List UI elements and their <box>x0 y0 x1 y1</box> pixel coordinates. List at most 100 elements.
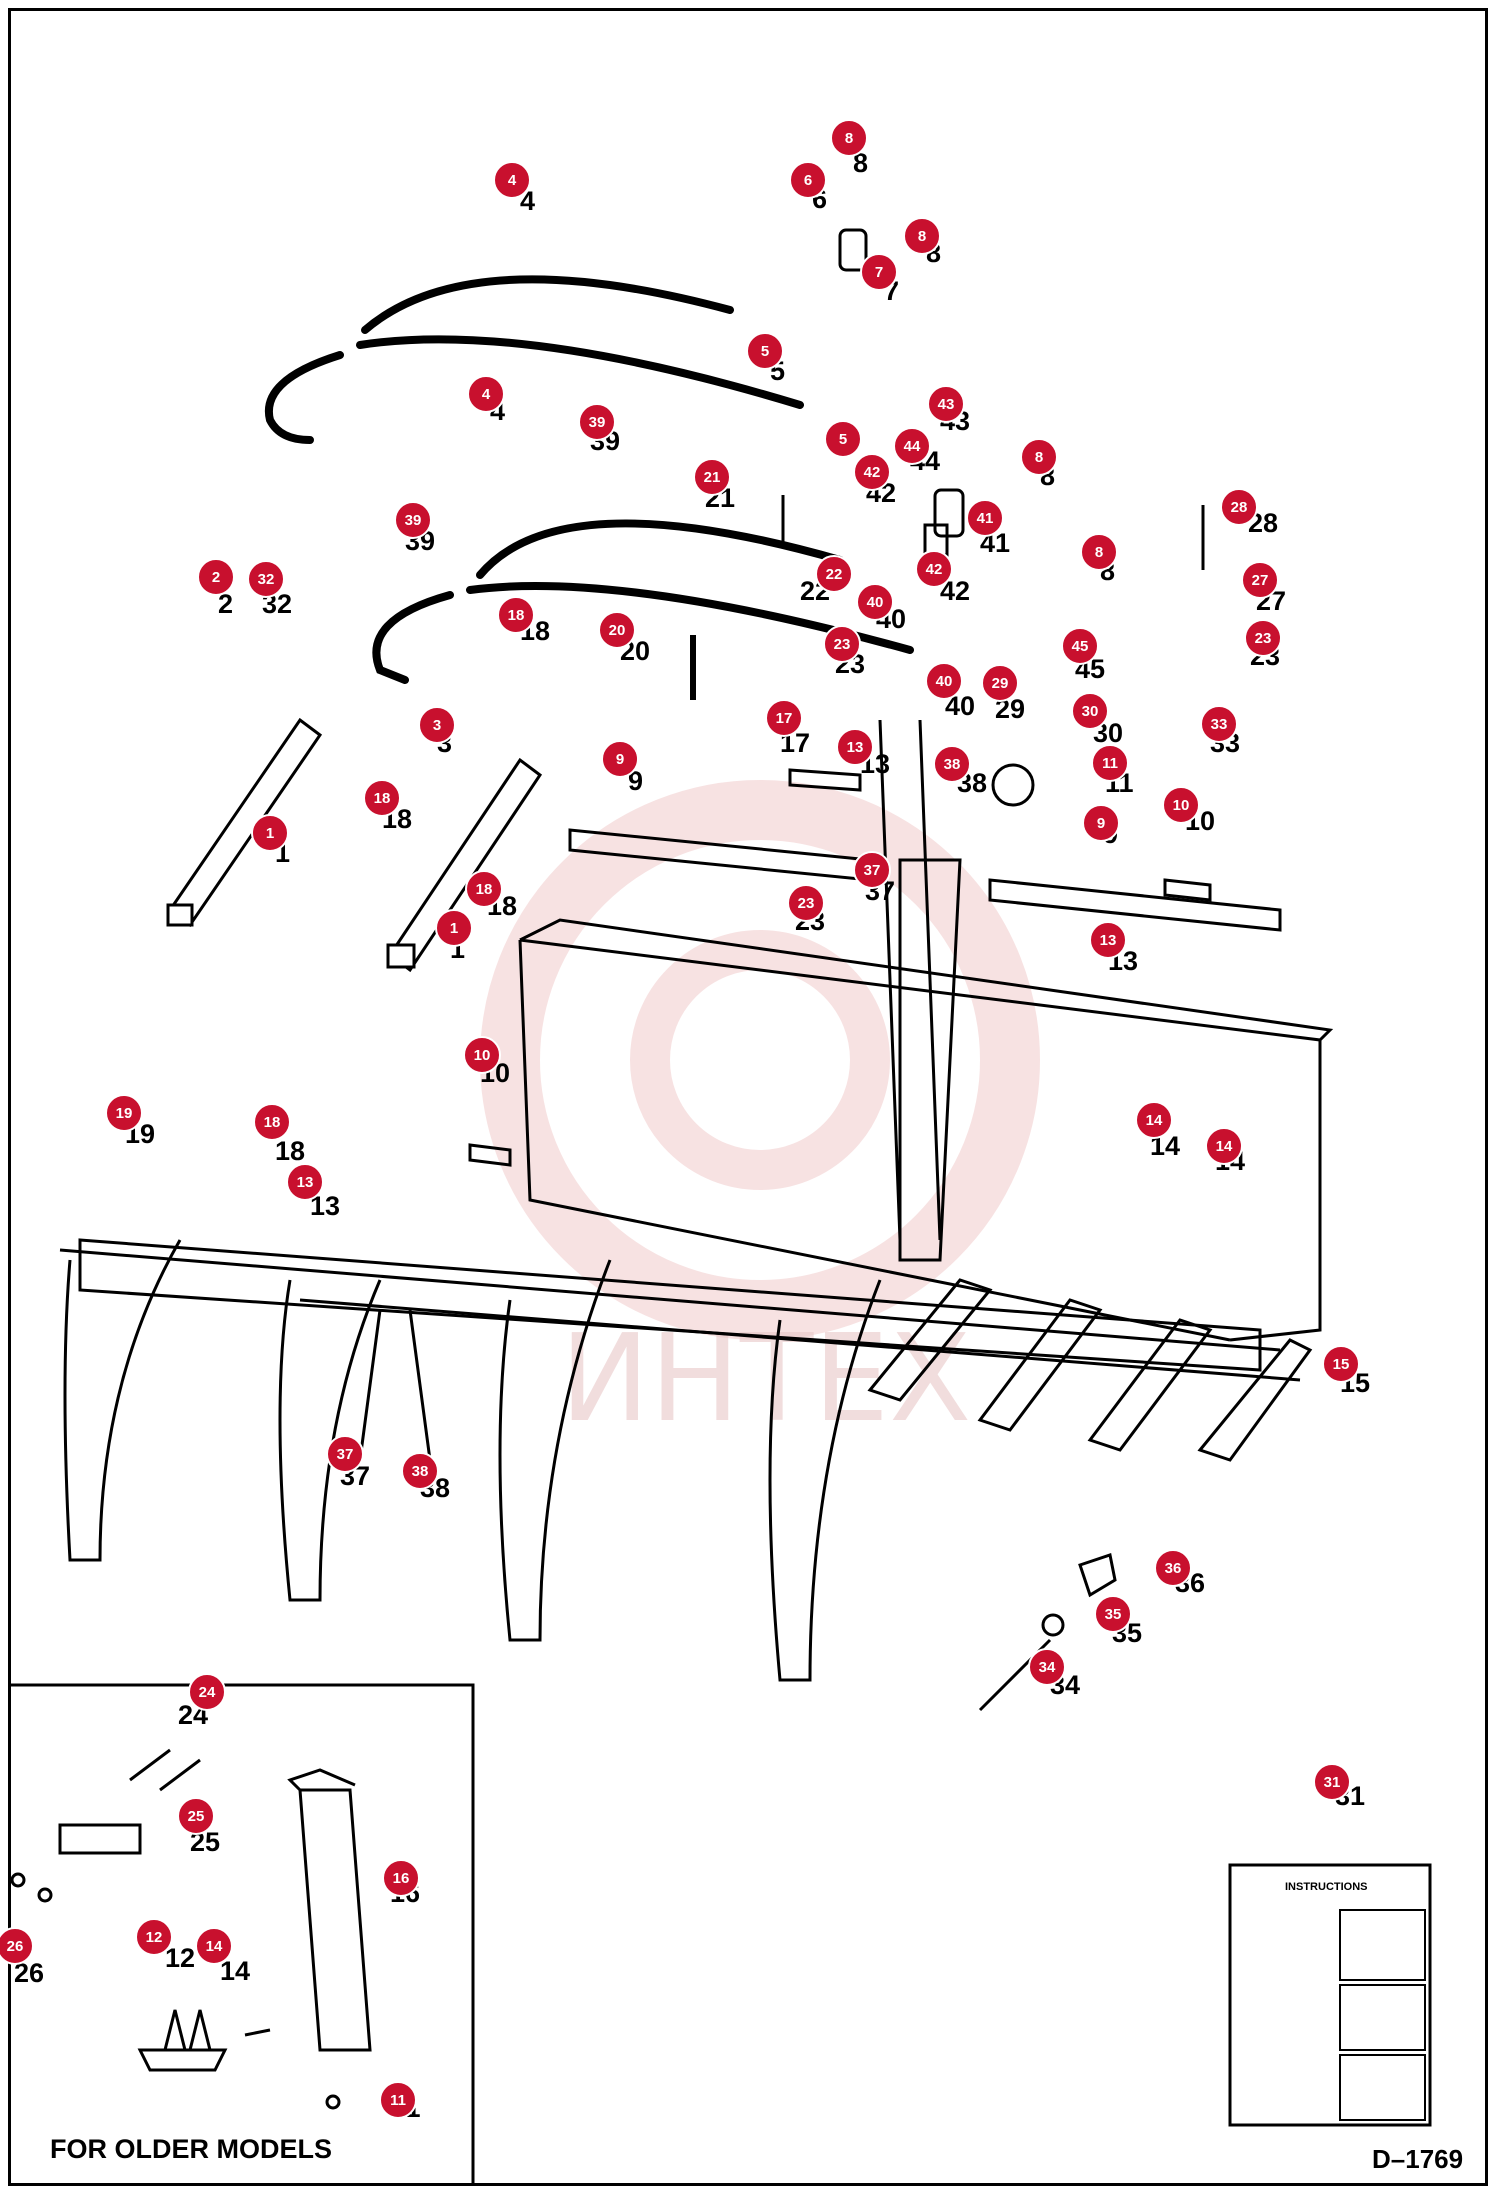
callout-badge-7: 7 <box>860 253 898 291</box>
callout-badge-22: 22 <box>815 555 853 593</box>
callout-badge-number: 5 <box>839 431 847 448</box>
callout-badge-circle <box>497 596 535 634</box>
callout-badge-3: 3 <box>418 706 456 744</box>
callout-badge-circle <box>188 1673 226 1711</box>
callout-badge-circle <box>1091 744 1129 782</box>
callout-badge-23: 23 <box>1244 619 1282 657</box>
callout-badge-31: 31 <box>1313 1763 1351 1801</box>
callout-badge-circle <box>197 558 235 596</box>
callout-badge-39: 39 <box>578 403 616 441</box>
callout-badge-circle <box>823 625 861 663</box>
callout-badge-number: 8 <box>1035 449 1043 466</box>
callout-badge-number: 37 <box>337 1446 354 1463</box>
inset-bolt-14 <box>244 2028 271 2037</box>
callout-badge-number: 4 <box>482 386 491 403</box>
tine-1 <box>63 1239 182 1562</box>
callout-badge-circle <box>326 1435 364 1473</box>
callout-badge-10: 10 <box>1162 786 1200 824</box>
callout-badge-circle <box>933 745 971 783</box>
callout-badge-number: 1 <box>266 825 274 842</box>
callout-badge-number: 40 <box>867 594 884 611</box>
callout-badge-number: 40 <box>936 673 953 690</box>
callout-badge-13: 13 <box>1089 921 1127 959</box>
callout-badge-circle <box>1094 1595 1132 1633</box>
callout-badge-circle <box>853 851 891 889</box>
callout-badge-42: 42 <box>915 550 953 588</box>
callout-badge-circle <box>598 611 636 649</box>
callout-badge-number: 8 <box>845 130 853 147</box>
callout-badge-circle <box>981 664 1019 702</box>
callout-badge-circle <box>1220 488 1258 526</box>
callout-badge-number: 18 <box>476 881 493 898</box>
callout-badge-circle <box>1154 1549 1192 1587</box>
callout-badge-circle <box>253 1103 291 1141</box>
callout-badge-circle <box>1089 921 1127 959</box>
inset-nut-11 <box>325 2094 341 2110</box>
fork-tooth-1 <box>867 1278 993 1402</box>
callout-badge-number: 19 <box>116 1105 133 1122</box>
callout-badge-number: 15 <box>1333 1356 1350 1373</box>
tine-4 <box>768 1279 882 1682</box>
watermark-text: ИНТЕХ <box>560 1310 971 1449</box>
frame-center-post <box>878 719 942 1241</box>
callout-badge-number: 23 <box>1255 630 1272 647</box>
callout-badge-number: 32 <box>258 571 275 588</box>
drawing-id: D–1769 <box>1372 2144 1463 2174</box>
grapple-frame <box>59 719 1334 1682</box>
callout-badge-1: 1 <box>435 909 473 947</box>
coupler-6 <box>838 228 868 272</box>
callout-badge-23: 23 <box>823 625 861 663</box>
callout-badge-42: 42 <box>853 453 891 491</box>
callout-badge-28: 28 <box>1220 488 1258 526</box>
inset-caption: FOR OLDER MODELS <box>50 2134 332 2164</box>
callout-badge-number: 5 <box>761 343 769 360</box>
callout-badge-number: 8 <box>918 228 926 245</box>
callout-badge-circle <box>195 1927 233 1965</box>
instructions-sheet-title: INSTRUCTIONS <box>1285 1881 1368 1893</box>
watermark: ИНТЕХ <box>480 780 1040 1449</box>
callout-badge-circle <box>966 499 1004 537</box>
callout-badge-39: 39 <box>394 501 432 539</box>
coupler-41 <box>933 488 965 538</box>
callout-badge-5: 5 <box>824 420 862 458</box>
inset-nut-26a <box>10 1872 26 1888</box>
frame-back-wall <box>518 938 1322 1342</box>
callout-badge-circle <box>1313 1763 1351 1801</box>
callout-badge-number: 8 <box>1095 544 1103 561</box>
callout-badge-circle <box>177 1797 215 1835</box>
tine-2 <box>278 1279 382 1602</box>
hose-upper-2 <box>264 335 804 444</box>
callout-badge-number: 36 <box>1165 1560 1182 1577</box>
label-8: 8 <box>853 148 868 178</box>
callout-badge-number: 18 <box>508 607 525 624</box>
knob-36 <box>1078 1553 1117 1598</box>
callout-badge-8: 8 <box>830 119 868 157</box>
callout-badge-number: 39 <box>405 512 422 529</box>
callout-badge-number: 26 <box>7 1938 24 1955</box>
callout-badge-14: 14 <box>1205 1127 1243 1165</box>
spring-pin-10a <box>468 1143 512 1167</box>
callout-badge-number: 9 <box>616 751 624 768</box>
callout-badge-circle <box>853 453 891 491</box>
callout-badge-circle <box>789 161 827 199</box>
callout-badge-32: 32 <box>247 560 285 598</box>
callout-badge-circle <box>401 1452 439 1490</box>
instructions-sheet-border <box>1228 1863 1432 2127</box>
callout-badge-number: 42 <box>926 561 943 578</box>
hoses <box>264 275 914 684</box>
frame-lower-bar <box>78 1238 1262 1372</box>
callout-badge-number: 29 <box>992 675 1009 692</box>
callout-badge-circle <box>247 560 285 598</box>
callout-badge-circle <box>1028 1648 1066 1686</box>
tine-3 <box>498 1259 612 1642</box>
callout-badge-34: 34 <box>1028 1648 1066 1686</box>
callout-badge-number: 24 <box>199 1684 216 1701</box>
callout-badge-24: 24 <box>188 1673 226 1711</box>
callout-badge-41: 41 <box>966 499 1004 537</box>
callout-badge-number: 20 <box>609 622 626 639</box>
callout-badge-number: 35 <box>1105 1606 1122 1623</box>
callout-badge-27: 27 <box>1241 561 1279 599</box>
instructions-panel-2 <box>1339 1984 1426 2051</box>
callout-badge-circle <box>893 427 931 465</box>
